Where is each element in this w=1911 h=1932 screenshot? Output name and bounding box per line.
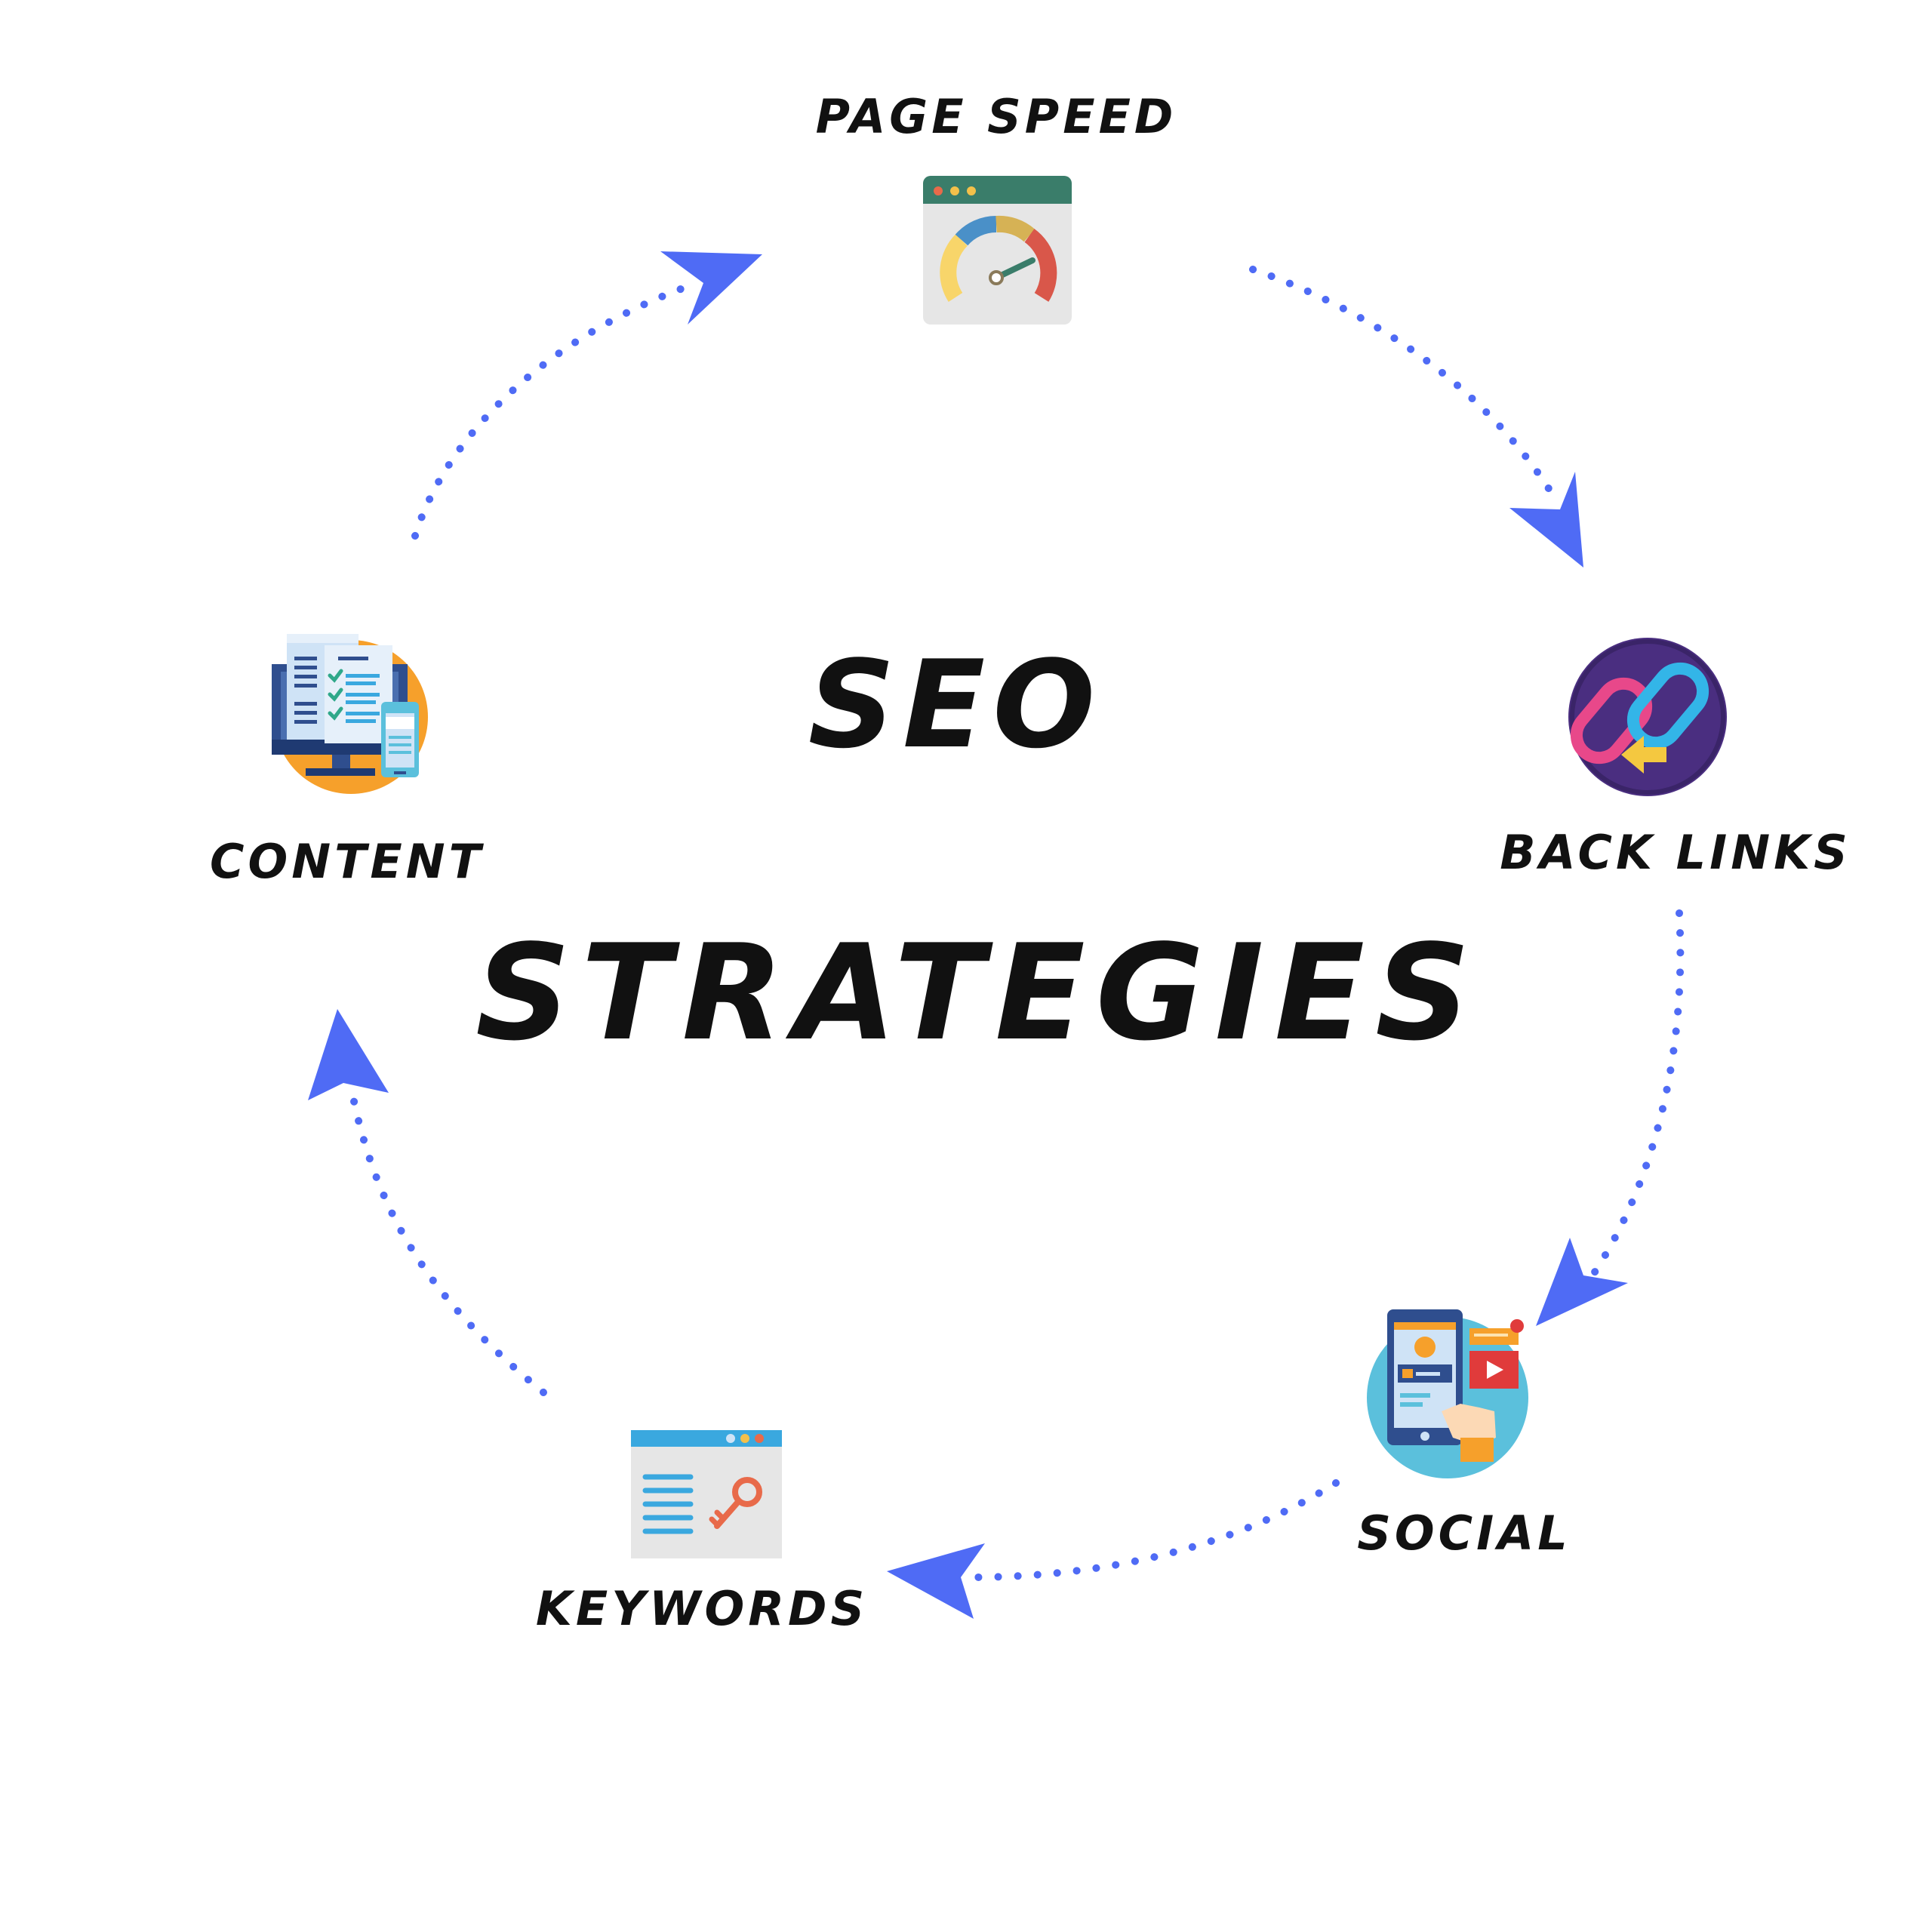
keyword-key-browser-icon <box>631 1430 782 1558</box>
content-monitor-checklist-icon <box>272 634 428 794</box>
title-strategies: STRATEGIES <box>475 917 1482 1070</box>
node-label-page-speed: PAGE SPEED <box>815 89 1177 144</box>
speedometer-browser-icon <box>923 176 1072 325</box>
flow-path-page-speed-to-back-links <box>1249 266 1559 502</box>
flow-path-back-links-to-social <box>1589 909 1685 1279</box>
arrowhead-to-back-links <box>1509 472 1583 568</box>
flow-path-keywords-to-content <box>347 1083 547 1396</box>
social-media-phone-icon <box>1367 1309 1528 1478</box>
node-label-back-links: BACK LINKS <box>1500 825 1851 880</box>
arrowhead-to-page-speed <box>660 251 762 325</box>
arrowhead-to-social <box>1536 1238 1628 1326</box>
flow-path-content-to-page-speed <box>411 283 691 540</box>
node-label-keywords: KEYWORDS <box>535 1581 869 1636</box>
arrowhead-to-content <box>308 1009 389 1100</box>
chain-link-icon <box>1568 638 1727 796</box>
arrowhead-to-keywords <box>887 1543 985 1619</box>
node-label-social: SOCIAL <box>1357 1506 1571 1561</box>
title-seo: SEO <box>808 634 1103 775</box>
flow-path-social-to-keywords <box>966 1479 1340 1581</box>
node-label-content: CONTENT <box>210 834 485 889</box>
